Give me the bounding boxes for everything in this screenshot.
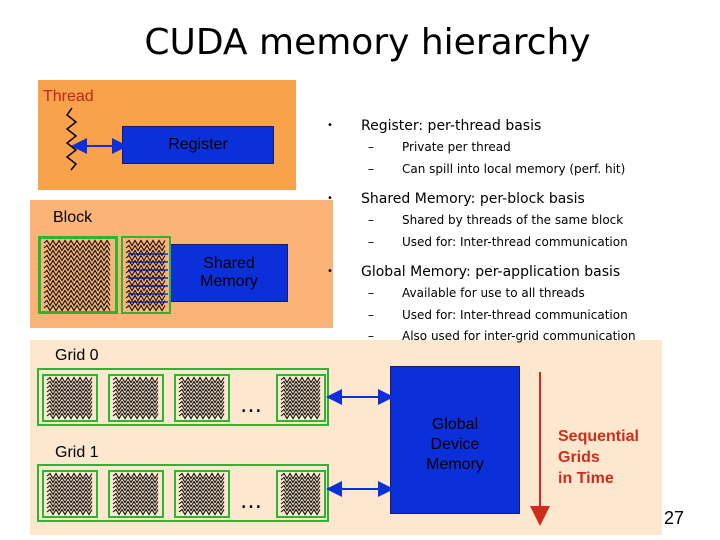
grid-1-label: Grid 1	[55, 444, 99, 461]
sub-bullet-text: Used for: Inter-thread communication	[402, 234, 628, 249]
global-memory-box: Global Device Memory	[390, 366, 520, 514]
grid-block-threads-4	[280, 376, 321, 420]
bullet-item: • Register: per-thread basis	[310, 115, 710, 137]
grid-0-label: Grid 0	[55, 347, 99, 364]
bullet-marker: •	[327, 120, 333, 131]
grid-0-block-4	[276, 374, 326, 422]
grid-block-threads-6	[112, 472, 159, 516]
bullet-list: • Register: per-thread basis – Private per …	[310, 115, 710, 348]
block-threads-2	[125, 239, 166, 312]
sub-bullet-marker: –	[368, 329, 374, 343]
grid-1-block-4	[276, 470, 326, 518]
sub-bullet-marker: –	[368, 213, 374, 227]
sub-bullet-marker: –	[368, 286, 374, 300]
grid-0-ellipsis: …	[240, 393, 262, 418]
block-thread-group-2	[121, 236, 171, 314]
grid-1-ellipsis: …	[240, 489, 262, 514]
sub-bullet-text: Used for: Inter-thread communication	[402, 307, 628, 322]
page-number: 27	[664, 508, 685, 528]
bullet-marker: •	[327, 266, 333, 277]
sub-bullet-text: Available for use to all threads	[402, 286, 585, 300]
grid-panel	[30, 340, 662, 535]
grid-block-threads-1	[46, 376, 93, 420]
sub-bullet-marker: –	[368, 307, 374, 322]
grid-1-block-3	[174, 470, 230, 518]
grid-0-block-1	[42, 374, 98, 422]
shared-memory-box: Shared Memory	[170, 244, 288, 302]
sub-bullet-marker: –	[368, 234, 374, 249]
sub-bullet-item: – Can spill into local memory (perf. hit)	[310, 159, 710, 181]
bullet-text: Shared Memory: per-block basis	[361, 191, 585, 207]
grid-block-threads-8	[280, 472, 321, 516]
sub-bullet-text: Also used for inter-grid communication	[402, 329, 636, 343]
sub-bullet-text: Private per thread	[402, 140, 511, 154]
block-thread-group-1	[38, 236, 118, 314]
block-label: Block	[53, 209, 93, 226]
bullet-text: Global Memory: per-application basis	[361, 264, 621, 280]
grid-0-block-2	[108, 374, 164, 422]
grid-block-threads-5	[46, 472, 93, 516]
grid-block-threads-3	[178, 376, 225, 420]
grid-block-threads-2	[112, 376, 159, 420]
sub-bullet-item: – Also used for inter-grid communication	[310, 326, 710, 348]
slide-title: CUDA memory hierarchy	[144, 22, 591, 63]
sub-bullet-item: – Shared by threads of the same block	[310, 210, 710, 232]
sub-bullet-marker: –	[368, 161, 374, 176]
grid-block-threads-7	[178, 472, 225, 516]
thread-label: Thread	[43, 88, 94, 105]
sub-bullet-text: Shared by threads of the same block	[402, 213, 624, 227]
sequential-grids-label: Sequential Grids in Time	[558, 428, 639, 487]
global-memory-label: Global Device Memory	[426, 416, 484, 473]
sub-bullet-marker: –	[368, 140, 374, 154]
sub-bullet-item: – Used for: Inter-thread communication	[310, 305, 710, 327]
grid-1-block-1	[42, 470, 98, 518]
block-threads-1	[43, 239, 111, 312]
register-label: Register	[168, 136, 228, 153]
sub-bullet-text: Can spill into local memory (perf. hit)	[402, 161, 626, 176]
shared-memory-label: Shared Memory	[200, 255, 258, 290]
sub-bullet-item: – Private per thread	[310, 137, 710, 159]
bullet-item: • Global Memory: per-application basis	[310, 261, 710, 283]
bullet-item: • Shared Memory: per-block basis	[310, 188, 710, 210]
bullet-text: Register: per-thread basis	[361, 118, 542, 134]
sub-bullet-item: – Available for use to all threads	[310, 283, 710, 305]
grid-1-block-2	[108, 470, 164, 518]
bullet-marker: •	[327, 193, 333, 204]
grid-0-block-3	[174, 374, 230, 422]
sub-bullet-item: – Used for: Inter-thread communication	[310, 232, 710, 254]
